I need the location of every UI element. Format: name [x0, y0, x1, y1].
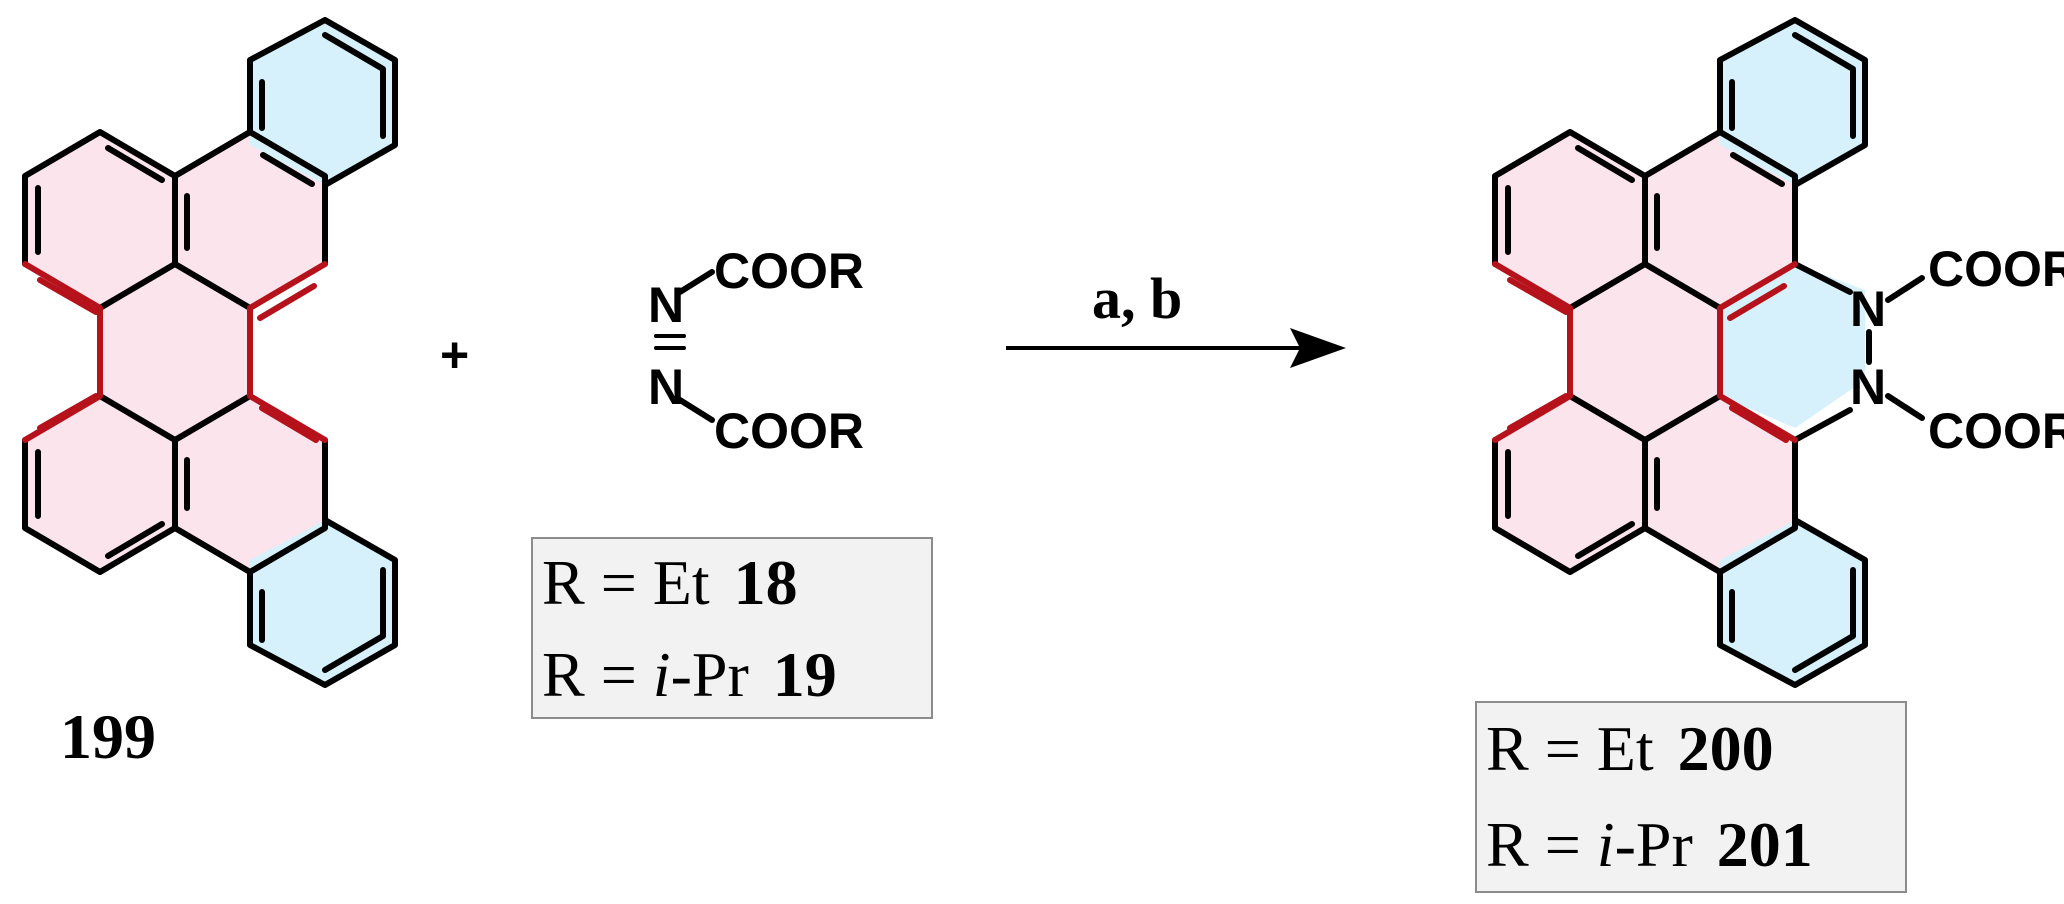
ring-bottom-right-benzo: [250, 520, 395, 685]
ring-bottom-left: [25, 396, 175, 572]
azodicarboxylate-reagent: N N COOR COOR: [648, 243, 864, 459]
product-bond-n-top-group: [1885, 275, 1925, 303]
reagent-double-bond: [654, 334, 686, 350]
reagent-bond-n-top: [677, 269, 715, 295]
bonds-double-inner: [35, 32, 386, 673]
product-ring-top-benzo: [1720, 20, 1865, 185]
reagent-bond-n-bottom: [677, 397, 715, 423]
product-atom-n-bottom: N: [1850, 359, 1886, 415]
product-group-bottom: COOR: [1928, 403, 2064, 459]
compound-number-199: 199: [60, 701, 156, 772]
product-box-frame: [1475, 701, 1907, 893]
reagent-atom-n-top: N: [648, 277, 684, 333]
arrow-conditions: a, b: [1092, 266, 1182, 331]
product-ring-top-middle: [1645, 132, 1795, 308]
ring-bottom-middle: [175, 396, 325, 572]
arrow-head: [1290, 328, 1346, 368]
product-bond-n-bottom-group: [1885, 393, 1925, 421]
reaction-arrow: a, b: [1006, 266, 1346, 368]
reagent-group-top: COOR: [714, 243, 864, 299]
ring-top-left: [25, 132, 175, 308]
product-ring-bottom-left: [1495, 396, 1645, 572]
product-ring-bottom-benzo: [1720, 520, 1865, 685]
reagent-atom-n-bottom: N: [648, 359, 684, 415]
product-ring-top-left: [1495, 132, 1645, 308]
product-ring-bottom-middle: [1645, 396, 1795, 572]
molecule-199: 199: [22, 17, 398, 772]
bonds-double-inner-red: [37, 277, 319, 443]
product-group-top: COOR: [1928, 241, 2064, 297]
product-atom-n-top: N: [1850, 281, 1886, 337]
product-bonds-black: [1492, 17, 1868, 688]
ring-top-right-benzo: [250, 20, 395, 185]
plus-sign: +: [440, 327, 469, 383]
product-bonds-double-inner-red: [1507, 277, 1789, 443]
product-ring-central: [1570, 264, 1720, 440]
ring-top-middle: [175, 132, 325, 308]
reagent-group-bottom: COOR: [714, 403, 864, 459]
bonds-black: [22, 17, 398, 688]
molecule-product: N N COOR COOR: [1492, 17, 2064, 688]
reagent-box-frame: [531, 537, 933, 719]
product-bonds-double-inner: [1505, 32, 1856, 673]
ring-central: [100, 264, 250, 440]
